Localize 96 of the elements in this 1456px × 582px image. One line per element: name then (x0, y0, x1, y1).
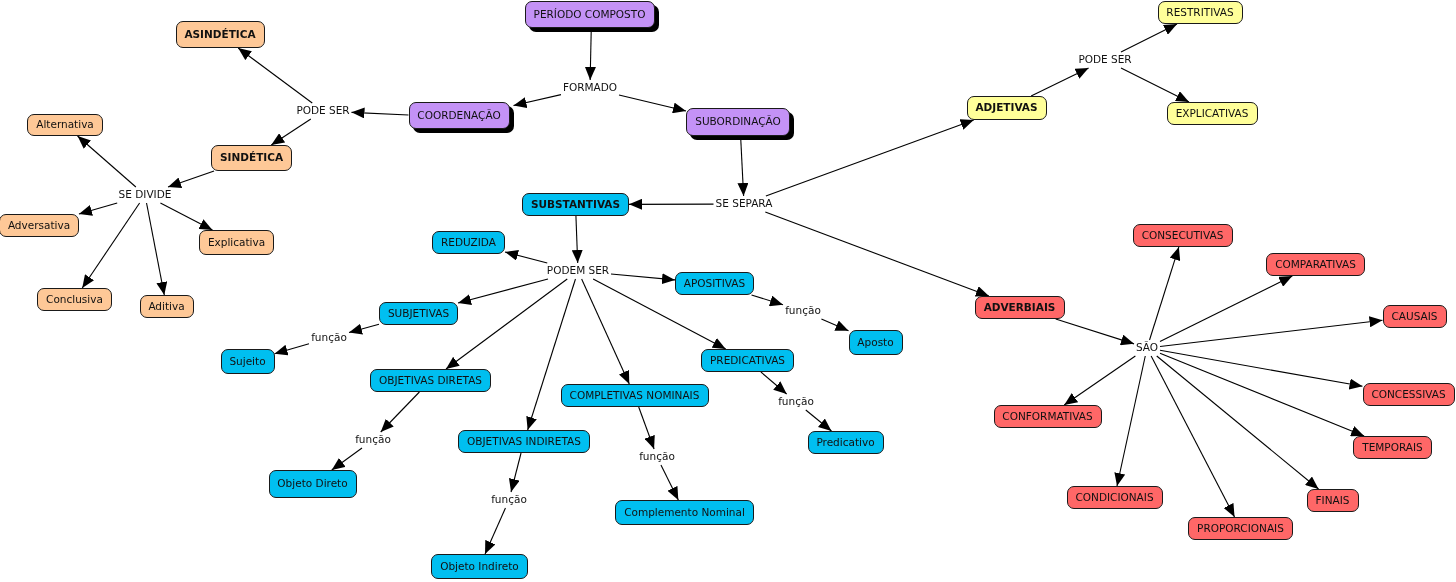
concept-box: CONCESSIVAS (1362, 383, 1455, 406)
arrow (348, 323, 380, 335)
concept-box: OBJETIVAS DIRETAS (370, 369, 491, 392)
arrow (628, 198, 715, 210)
linking-phrase: função (490, 493, 528, 507)
linking-phrase: SE SEPARA (714, 197, 774, 211)
concept-box: PREDICATIVAS (701, 349, 794, 372)
arrow (1120, 23, 1178, 53)
arrow (1159, 316, 1384, 348)
arrow (581, 278, 630, 385)
arrow (1120, 67, 1190, 103)
arrow (78, 202, 118, 216)
arrow (1159, 352, 1365, 437)
linking-phrase: função (784, 304, 822, 318)
arrow (760, 371, 788, 395)
arrow (1150, 355, 1236, 518)
linking-phrase: PODEM SER (546, 264, 610, 278)
concept-box: ADJETIVAS (966, 96, 1047, 120)
arrow (1030, 67, 1090, 97)
arrow (1159, 275, 1293, 343)
arrow (331, 447, 363, 471)
concept-box: SUBJETIVAS (379, 302, 458, 325)
concept-box: Sujeito (220, 349, 275, 374)
arrow (764, 211, 990, 297)
concept-box: COMPLETIVAS NOMINAIS (560, 384, 709, 407)
concept-box: SINDÉTICA (211, 145, 292, 171)
concept-box: PROPORCIONAIS (1188, 517, 1293, 540)
concept-box: OBJETIVAS INDIRETAS (458, 430, 590, 453)
concept-box: Aposto (848, 330, 903, 355)
concept-box: ADVERBIAIS (974, 296, 1065, 319)
arrow (1159, 349, 1364, 390)
concept-box: FINAIS (1306, 489, 1359, 512)
arrow (167, 170, 215, 188)
concept-box: Alternativa (27, 114, 103, 136)
arrow (1055, 318, 1135, 346)
concept-box: Complemento Nominal (615, 500, 754, 525)
arrow (237, 47, 313, 104)
arrow (1156, 355, 1320, 490)
arrow (484, 507, 506, 555)
concept-box: CONSECUTIVAS (1132, 224, 1233, 247)
concept-box: ASINDÉTICA (175, 21, 265, 48)
concept-box: Conclusiva (37, 288, 112, 311)
linking-phrase: PODE SER (1077, 53, 1133, 67)
concept-box: RESTRITIVAS (1157, 1, 1243, 24)
arrow (571, 215, 583, 264)
concept-box: Explicativa (199, 230, 274, 255)
arrow (660, 464, 679, 501)
linking-phrase: função (777, 395, 815, 409)
arrow (638, 406, 655, 450)
concept-box: REDUZIDA (432, 231, 505, 254)
concept-box: TEMPORAIS (1353, 436, 1432, 459)
concept-box: Aditiva (139, 295, 194, 318)
arrow (820, 318, 850, 332)
arrow (1114, 355, 1146, 487)
arrow (457, 278, 549, 305)
linking-phrase: função (354, 433, 392, 447)
arrow (81, 202, 141, 289)
concept-box: COMPARATIVAS (1266, 253, 1365, 276)
arrow (350, 107, 410, 119)
arrow (765, 119, 975, 197)
linking-phrase: FORMADO (562, 81, 618, 95)
linking-phrase: SÃO (1135, 341, 1159, 355)
arrow (750, 294, 784, 307)
concept-box: Objeto Indireto (431, 554, 528, 579)
arrow (1063, 355, 1136, 406)
arrow (273, 343, 310, 356)
linking-phrase: função (310, 331, 348, 345)
arrow (584, 31, 596, 81)
arrow (618, 94, 687, 114)
concept-box: CONDICIONAIS (1066, 486, 1163, 509)
arrow (805, 409, 832, 432)
concept-box: Predicativo (807, 431, 884, 454)
arrow (380, 391, 420, 433)
linking-phrase: função (638, 450, 676, 464)
arrow (610, 273, 676, 285)
concept-box: EXPLICATIVAS (1166, 102, 1258, 125)
linking-phrase: SE DIVIDE (117, 188, 173, 202)
arrow (445, 278, 568, 370)
arrow (512, 94, 562, 108)
arrow (77, 135, 137, 188)
concept-box: Objeto Direto (268, 470, 357, 498)
arrow (270, 118, 312, 146)
arrow (1148, 246, 1181, 341)
concept-box: SUBSTANTIVAS (522, 193, 629, 216)
arrow (504, 249, 548, 264)
concept-box: CONFORMATIVAS (993, 405, 1102, 428)
arrow (737, 139, 749, 197)
arrow (159, 202, 213, 231)
linking-phrase: PODE SER (295, 104, 351, 118)
arrow (508, 452, 522, 493)
concept-box: Adversativa (0, 214, 79, 237)
concept-box: CAUSAIS (1382, 305, 1447, 328)
concept-box: APOSITIVAS (675, 272, 754, 295)
arrow (592, 278, 727, 350)
arrow (146, 202, 168, 296)
arrow (526, 278, 576, 431)
